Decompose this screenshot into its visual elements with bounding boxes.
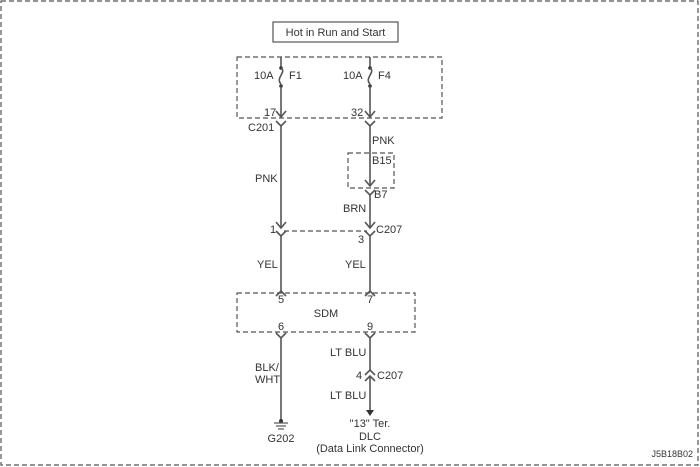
fuse-f4-name: F4 [378, 70, 391, 82]
c207-upper-label: C207 [376, 224, 402, 236]
connector-c201: C201 [248, 120, 376, 134]
c207-pin-3: 3 [358, 234, 364, 246]
sdm-pin-7: 7 [367, 294, 373, 306]
fuse-block [236, 56, 443, 119]
connector-c201-label: C201 [248, 122, 274, 134]
wire-left-yel-label: YEL [257, 259, 278, 271]
fuse-f4-terminal: 32 [351, 107, 363, 119]
connector-c207-lower: 4 C207 [356, 368, 403, 382]
wire-blk-wht-label-2: WHT [255, 374, 280, 386]
power-source-label: Hot in Run and Start [286, 27, 386, 39]
b15-label: B15 [372, 155, 392, 167]
fuse-f4-rating: 10A [343, 70, 363, 82]
fuse-f1-rating: 10A [254, 70, 274, 82]
ground-label: G202 [268, 433, 295, 445]
fuse-f4: 10A F4 32 [343, 57, 391, 119]
c207-pin-4: 4 [356, 370, 362, 382]
wire-blk-wht-label-1: BLK/ [255, 362, 280, 374]
b7-label: B7 [374, 189, 387, 201]
sdm-label: SDM [314, 308, 338, 320]
fuse-f1: 10A F1 17 [254, 57, 302, 119]
power-source-box: Hot in Run and Start [272, 21, 399, 43]
connector-c207-upper: 1 3 C207 [270, 224, 402, 246]
dlc-name: DLC [359, 431, 381, 443]
wire-right-yel-label: YEL [345, 259, 366, 271]
wire-lt-blu-lower-label: LT BLU [330, 390, 366, 402]
fuse-f1-name: F1 [289, 70, 302, 82]
fuse-f1-terminal: 17 [264, 107, 276, 119]
module-sdm: 5 7 SDM 6 9 [236, 289, 416, 340]
arrow-down-icon [366, 410, 374, 416]
wire-left-pnk-label: PNK [255, 173, 278, 185]
c207-pin-1: 1 [270, 224, 276, 236]
wire-right-brn-label: BRN [343, 203, 366, 215]
splice-box-b15 [347, 152, 395, 189]
ground-icon [274, 419, 288, 430]
c207-lower-label: C207 [377, 370, 403, 382]
sdm-pin-5: 5 [278, 294, 284, 306]
wire-right-pnk-label: PNK [372, 135, 395, 147]
sdm-pin-9: 9 [367, 321, 373, 333]
dlc-terminal: "13" Ter. [350, 418, 391, 430]
dlc-description: (Data Link Connector) [316, 443, 424, 455]
figure-id: J5B18B02 [651, 449, 693, 459]
sdm-pin-6: 6 [278, 321, 284, 333]
destination-dlc: "13" Ter. DLC (Data Link Connector) [316, 418, 424, 455]
wire-lt-blu-upper-label: LT BLU [330, 347, 366, 359]
